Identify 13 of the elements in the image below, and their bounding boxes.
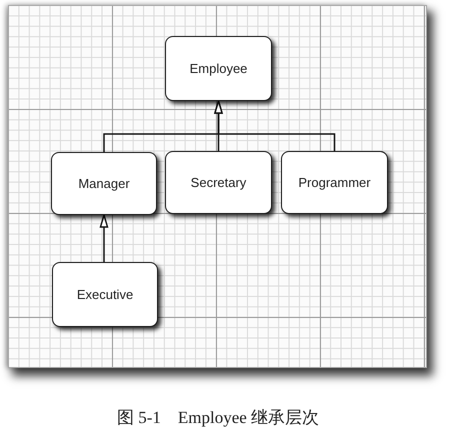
class-box xyxy=(165,36,272,101)
class-name: Employee xyxy=(190,60,248,76)
class-box xyxy=(281,151,388,214)
class-box xyxy=(52,262,158,327)
class-box xyxy=(165,151,272,214)
class-name: Executive xyxy=(76,286,134,302)
class-name: Programmer xyxy=(298,174,371,190)
arrow xyxy=(100,214,108,262)
class-name: Secretary xyxy=(190,174,246,190)
class-name: Manager xyxy=(78,176,130,192)
arrow xyxy=(214,100,336,151)
figure-caption: 图 5-1 Employee 继承层次 xyxy=(116,408,320,428)
class-box xyxy=(51,152,157,215)
